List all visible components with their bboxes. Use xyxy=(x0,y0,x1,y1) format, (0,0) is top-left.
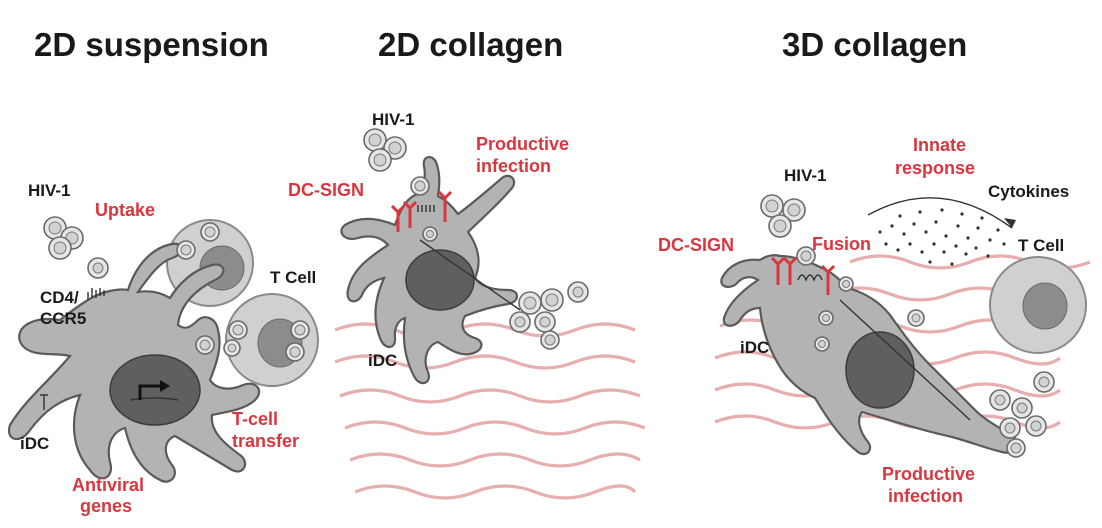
label-tcell-3d: T Cell xyxy=(1018,236,1064,255)
hiv-virus-cluster-3d xyxy=(760,194,1055,458)
label-idc-2d: iDC xyxy=(368,351,397,370)
label-productive-3d-line1: Productive xyxy=(882,464,975,484)
label-dc-sign-3d: DC-SIGN xyxy=(658,235,734,255)
label-dc-sign-2d: DC-SIGN xyxy=(288,180,364,200)
title-2d-suspension: 2D suspension xyxy=(34,26,269,63)
title-3d-collagen: 3D collagen xyxy=(782,26,967,63)
label-idc-suspension: iDC xyxy=(20,434,49,453)
virus-track-line xyxy=(419,239,521,311)
dc-sign-receptor-icon-3d xyxy=(770,256,836,295)
label-cytokines: Cytokines xyxy=(988,182,1069,201)
label-cd4-line1: CD4/ xyxy=(40,288,79,307)
nucleus-suspension xyxy=(109,354,201,426)
t-cell-suspension xyxy=(225,293,319,387)
label-tcell-transfer-line2: transfer xyxy=(232,431,299,451)
label-cd4-line2: CCR5 xyxy=(40,309,86,328)
dc-sign-receptor-icon-2d xyxy=(390,190,453,232)
receptor-icon xyxy=(40,394,48,410)
label-antiviral-line2: genes xyxy=(80,496,132,516)
label-innate-line1: Innate xyxy=(913,135,966,155)
nucleus-2d-collagen xyxy=(405,249,475,311)
hiv-virus-cluster-2d xyxy=(363,128,589,350)
t-cell-3d xyxy=(989,256,1087,354)
virus-track-line-3d xyxy=(839,299,971,421)
cytokine-dots xyxy=(878,208,1006,266)
label-hiv-3d: HIV-1 xyxy=(784,166,827,185)
label-tcell-transfer-line1: T-cell xyxy=(232,409,278,429)
label-uptake: Uptake xyxy=(95,200,155,220)
label-hiv-2d: HIV-1 xyxy=(372,110,415,129)
label-tcell-suspension: T Cell xyxy=(270,268,316,287)
label-innate-line2: response xyxy=(895,158,975,178)
panel-2d-collagen: 2D collagen HIV-1 Productive infection D… xyxy=(288,26,646,500)
label-idc-3d: iDC xyxy=(740,338,769,357)
nucleus-3d-collagen xyxy=(845,331,915,409)
label-productive-2d-line1: Productive xyxy=(476,134,569,154)
gene-expression-arrow-icon xyxy=(129,380,179,401)
label-antiviral-line1: Antiviral xyxy=(72,475,144,495)
label-fusion: Fusion xyxy=(812,234,871,254)
label-hiv-suspension: HIV-1 xyxy=(28,181,71,200)
cytokine-arrow-icon xyxy=(867,197,1016,229)
panel-3d-collagen: 3D collagen HIV-1 Innate response Cytoki… xyxy=(658,26,1091,506)
panel-2d-suspension: 2D suspension HIV-1 Uptake CD4/ CCR5 T C… xyxy=(7,26,319,516)
label-productive-2d-line2: infection xyxy=(476,156,551,176)
hiv-virus-cluster-suspension xyxy=(43,216,310,362)
title-2d-collagen: 2D collagen xyxy=(378,26,563,63)
label-productive-3d-line2: infection xyxy=(888,486,963,506)
cd4-ccr5-receptor-icon xyxy=(87,288,105,300)
